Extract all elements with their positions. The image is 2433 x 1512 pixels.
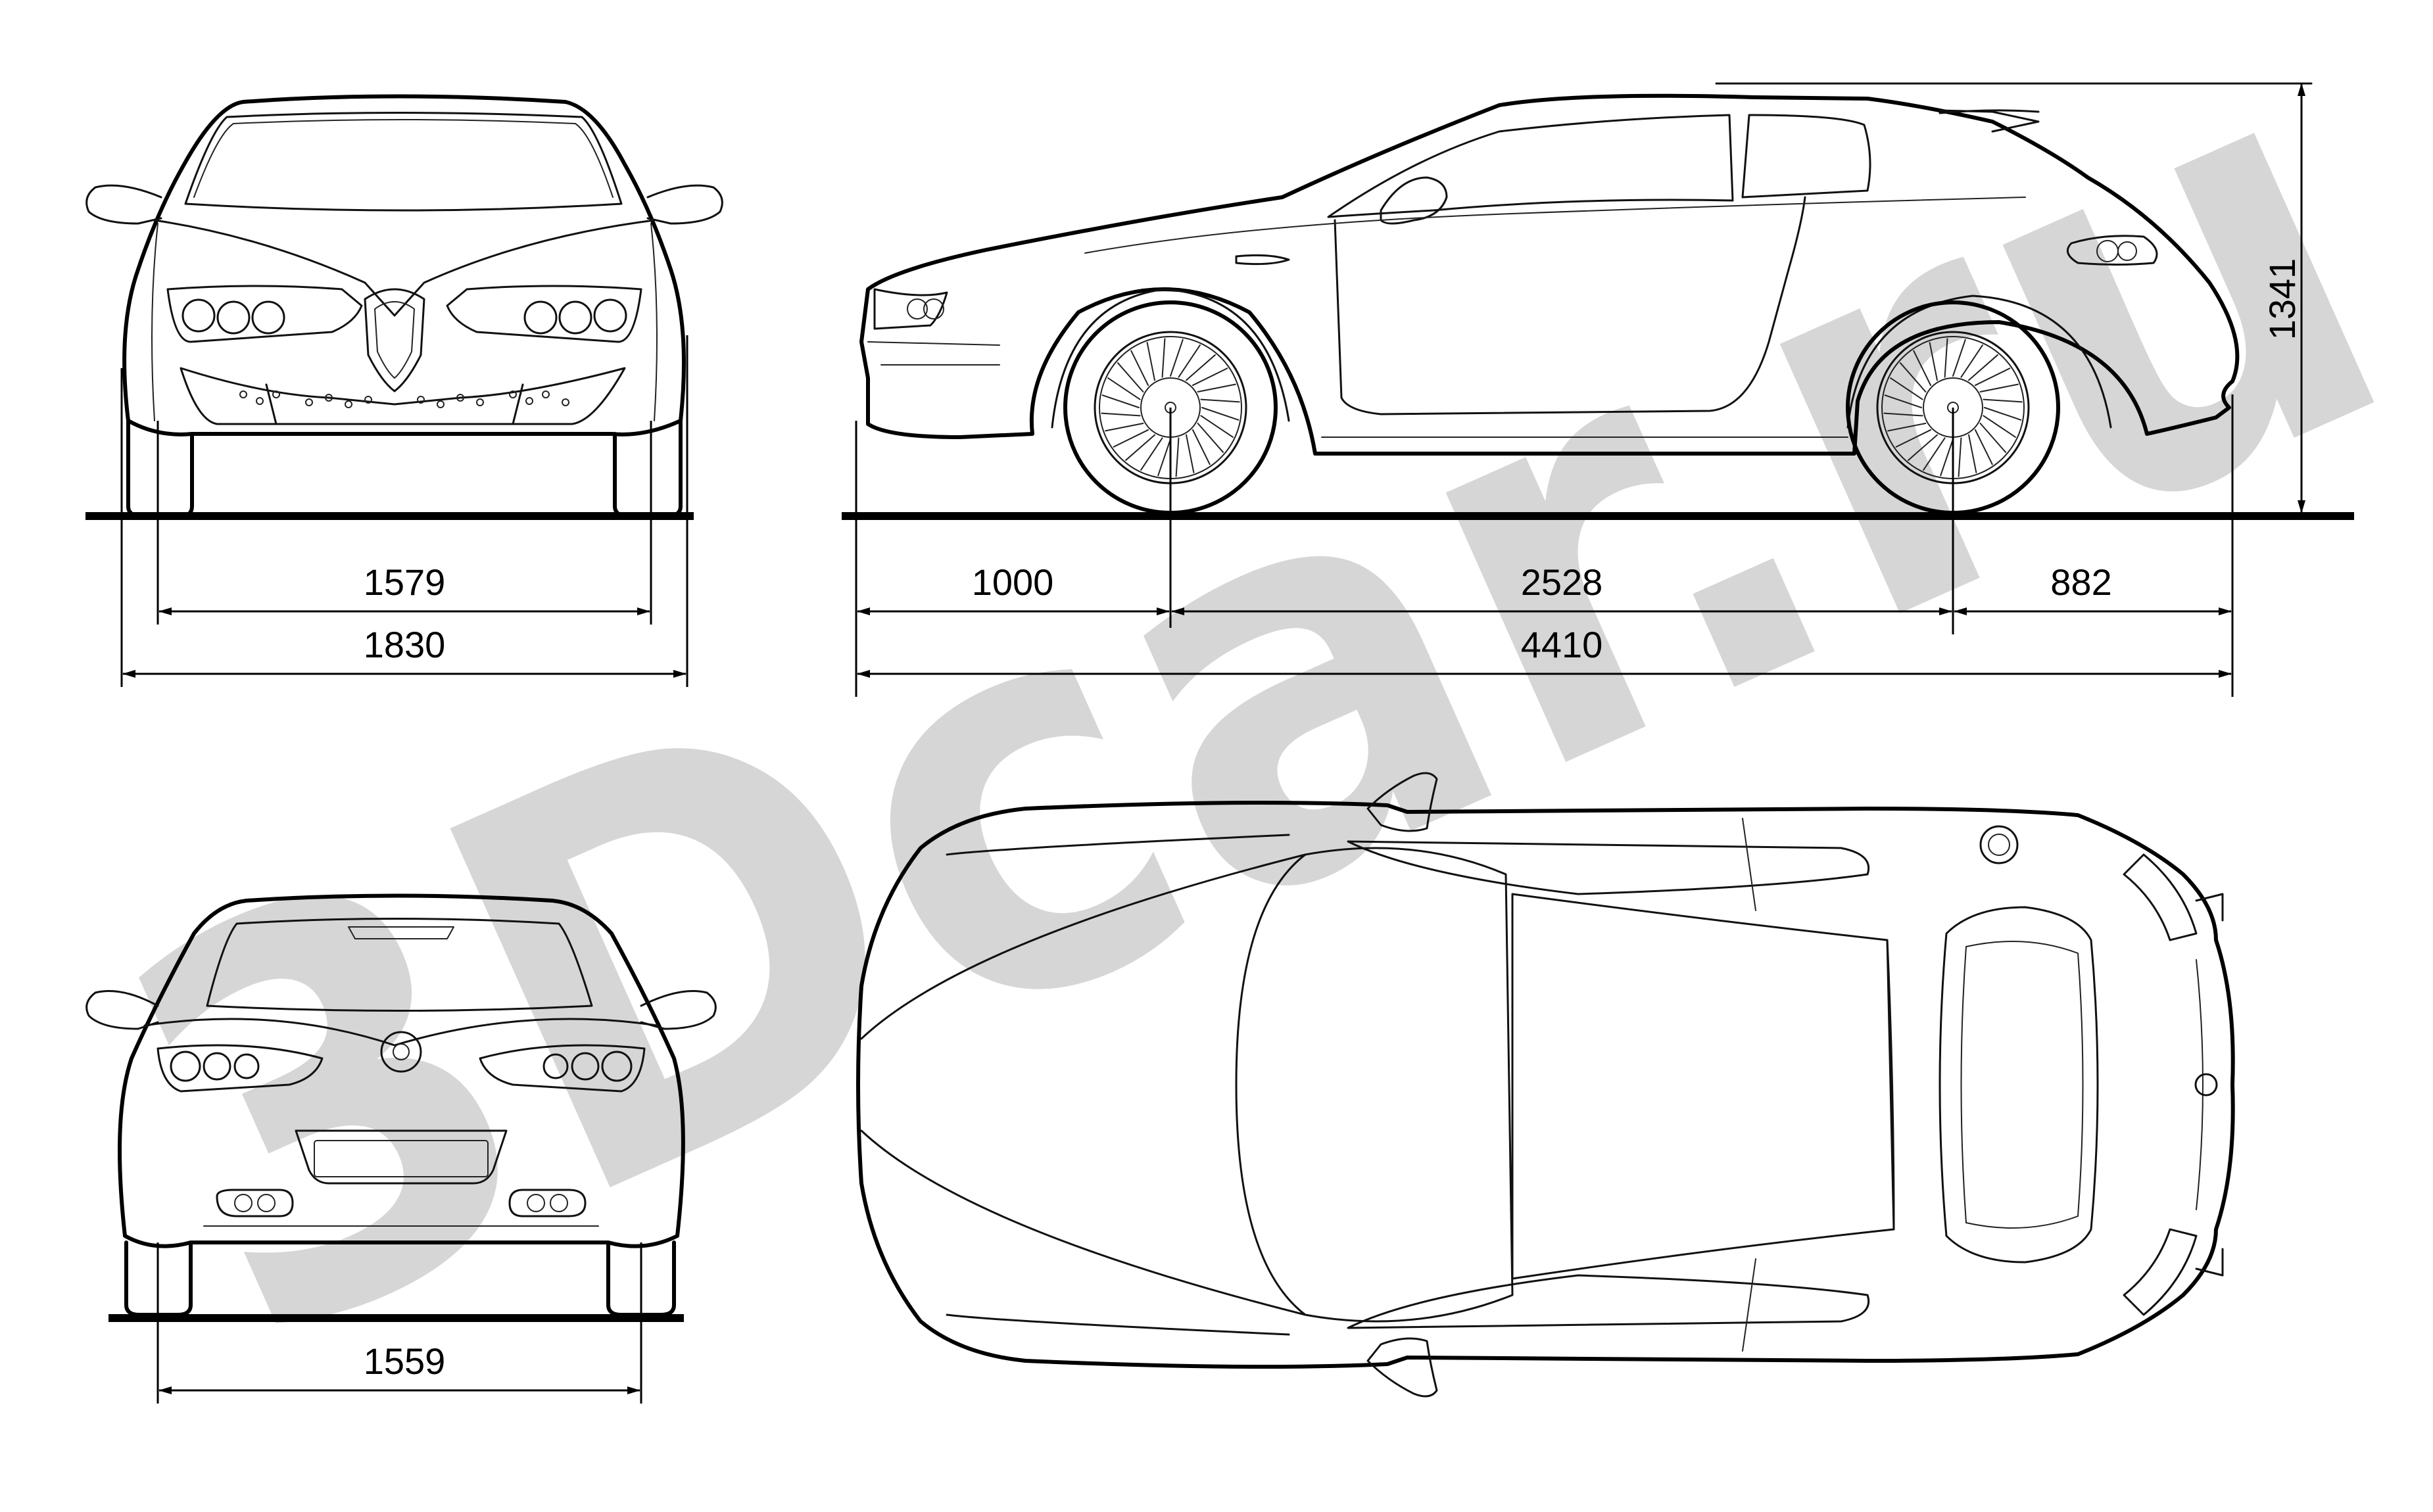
- wheel-spoke: [1979, 383, 2019, 392]
- wheel-spoke: [1105, 423, 1144, 432]
- wheel-spoke: [1923, 437, 1946, 471]
- wheel-spoke: [1952, 339, 1966, 377]
- wheel-spoke: [1979, 423, 2007, 453]
- wheel-spoke: [1186, 354, 1216, 381]
- wheel-spoke: [1940, 438, 1954, 477]
- wheel-spoke: [1890, 377, 1923, 400]
- wheel-spoke: [1958, 437, 1962, 477]
- wheel-spoke: [1161, 338, 1166, 378]
- wheel-spoke: [1899, 362, 1927, 392]
- wheel-spoke: [1884, 394, 1922, 408]
- front-width-label: 1830: [364, 624, 446, 665]
- wheel-spoke: [1983, 415, 2016, 438]
- wheel-spoke: [1960, 344, 1983, 378]
- rear-view: [85, 893, 717, 1322]
- wheel-spoke: [1192, 429, 1211, 465]
- wheel-spoke: [1908, 434, 1938, 461]
- top-view: [856, 772, 2235, 1398]
- watermark: 3Dcar.ru: [47, 0, 2433, 1464]
- wheel-spoke: [1883, 412, 1923, 417]
- wheel-spoke: [1130, 350, 1149, 387]
- front-track-label: 1579: [364, 561, 446, 603]
- wheel-spoke: [1101, 394, 1140, 408]
- wheel-spoke: [1113, 429, 1149, 448]
- front-dimensions: 1579 1830: [120, 335, 688, 687]
- front-view: [85, 94, 723, 520]
- height-label: 1341: [2261, 258, 2303, 341]
- rear-overhang-label: 882: [2050, 561, 2111, 603]
- wheel-spoke: [1125, 434, 1155, 461]
- rear-dimensions: 1559: [157, 1242, 642, 1404]
- wheel-spoke: [1895, 429, 1932, 448]
- wheel-spoke: [1983, 398, 2023, 403]
- overall-length-label: 4410: [1521, 624, 1603, 665]
- wheel-spoke: [1913, 350, 1932, 387]
- wheel-spoke: [1200, 415, 1234, 438]
- side-dimensions: 1000 2528 882 4410 1341: [855, 83, 2305, 697]
- wheel-spoke: [1984, 407, 2022, 421]
- side-view: [842, 82, 2354, 520]
- wheel-spoke: [1944, 338, 1948, 378]
- wheel-spoke: [1186, 434, 1195, 473]
- wheel-spoke: [1197, 423, 1224, 453]
- wheel-spoke: [1101, 412, 1141, 417]
- rear-track-label: 1559: [364, 1340, 446, 1382]
- wheel-spoke: [1968, 354, 1998, 381]
- wheel-spoke: [1929, 342, 1938, 381]
- wheel-spoke: [1175, 437, 1180, 477]
- wheel-spoke: [1974, 367, 2011, 387]
- wheel-spoke: [1887, 423, 1927, 432]
- wheel-spoke: [1197, 383, 1236, 392]
- wheel-spoke: [1200, 398, 1240, 403]
- wheel-spoke: [1107, 377, 1141, 400]
- wheelbase-label: 2528: [1521, 561, 1603, 603]
- wheel-spoke: [1178, 344, 1201, 378]
- wheel-spoke: [1201, 407, 1240, 421]
- wheel-spoke: [1117, 362, 1144, 392]
- wheel-spoke: [1146, 342, 1155, 381]
- wheel-spoke: [1974, 429, 1993, 465]
- wheel-spoke: [1140, 437, 1163, 471]
- wheel-spoke: [1170, 339, 1184, 377]
- wheel-spoke: [1192, 367, 1228, 387]
- wheel-spoke: [1157, 438, 1171, 477]
- wheel-spoke: [1968, 434, 1977, 473]
- front-overhang-label: 1000: [972, 561, 1054, 603]
